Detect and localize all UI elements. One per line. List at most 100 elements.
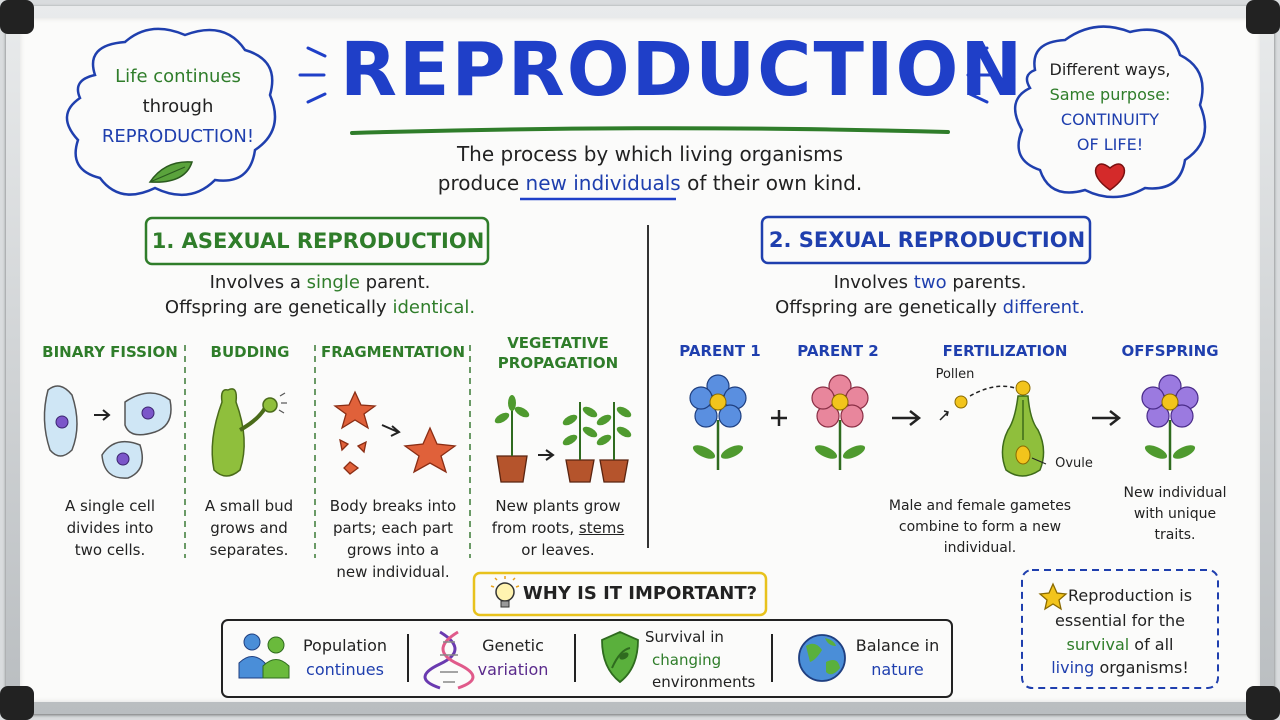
heart-icon	[1094, 163, 1126, 191]
note-line3: survival of all	[1030, 635, 1210, 655]
people-icon	[238, 633, 290, 679]
note-line4: living organisms!	[1030, 658, 1210, 678]
why-survival-3: environments	[652, 673, 756, 691]
cloud-right-line2: Same purpose:	[1049, 85, 1171, 104]
sexual-desc-line1: Involves two parents.	[760, 272, 1100, 295]
offspring-text-3: traits.	[1154, 527, 1196, 543]
vegetative-text: from roots,	[491, 519, 575, 537]
why-separators	[407, 634, 773, 682]
fertilization-text-1: Male and female gametes	[888, 498, 1072, 514]
asexual-heading: 1. ASEXUAL REPRODUCTION	[151, 229, 485, 253]
vegetative-text-2: from roots, stems	[478, 519, 638, 538]
cloud-right-line4: OF LIFE!	[1076, 135, 1144, 154]
fertilization-text-3: individual.	[943, 540, 1017, 556]
why-genetic-2: variation	[477, 660, 549, 679]
offspring-flower	[1141, 374, 1199, 470]
frame-corner	[0, 0, 34, 34]
sexual-heading-box	[760, 215, 1092, 265]
asexual-desc-text: parent.	[365, 272, 431, 293]
fertilization-text-2: combine to form a new	[898, 519, 1062, 535]
offspring-label: OFFSPRING	[1121, 342, 1219, 360]
sexual-desc-text: Involves	[833, 272, 909, 293]
sexual-desc-text: parents.	[952, 272, 1027, 293]
cloud-left-line3: REPRODUCTION!	[101, 126, 255, 147]
note-highlight: survival	[1066, 635, 1130, 654]
parent1-flower	[689, 374, 747, 470]
title-accent-lines	[298, 46, 996, 104]
arrow-icon	[381, 424, 401, 437]
why-genetic-1: Genetic	[482, 636, 544, 655]
frame-corner	[1246, 686, 1280, 720]
asexual-desc-line2: Offspring are genetically identical.	[140, 297, 500, 320]
fragmentation-illustration	[333, 390, 457, 475]
ovule-label: Ovule	[1055, 456, 1093, 471]
fragmentation-label: FRAGMENTATION	[320, 343, 466, 361]
note-text: of all	[1134, 635, 1174, 654]
right-cloud	[1013, 25, 1207, 199]
offspring-text-2: with unique	[1133, 506, 1217, 522]
fragmentation-text-2: parts; each part	[332, 519, 454, 537]
why-population-1: Population	[302, 636, 388, 655]
asexual-desc-text: Involves a	[209, 272, 301, 293]
sexual-desc-text: Offspring are genetically	[775, 297, 997, 318]
vegetative-text-3: or leaves.	[521, 541, 595, 559]
fragmentation-text-3: grows into a	[346, 541, 440, 559]
note-highlight: living	[1051, 658, 1095, 677]
definition-highlight: new individuals	[525, 171, 681, 195]
page-title: REPRODUCTION	[340, 27, 1025, 113]
vegetative-label-2: PROPAGATION	[497, 354, 619, 372]
frame-corner	[1246, 0, 1280, 34]
fragmentation-text-1: Body breaks into	[329, 497, 457, 515]
note-box	[1021, 569, 1219, 689]
sexual-desc-highlight: different.	[1002, 297, 1085, 318]
binary-fission-illustration	[43, 385, 172, 479]
note-line1: Reproduction is	[1068, 586, 1193, 605]
note-text: organisms!	[1099, 658, 1189, 677]
budding-label: BUDDING	[210, 343, 290, 361]
asexual-desc-highlight: identical.	[392, 297, 476, 318]
vegetative-text-1: New plants grow	[495, 497, 621, 515]
why-heading-box	[472, 571, 768, 617]
cloud-left-line1: Life continues	[115, 66, 241, 87]
binary-fission-text-1: A single cell	[64, 497, 155, 515]
vegetative-text-underlined: stems	[578, 519, 625, 537]
arrow-icon	[1092, 410, 1122, 426]
parent2-flower	[811, 374, 869, 470]
cloud-right-line1: Different ways,	[1049, 60, 1171, 79]
cloud-left-line2: through	[142, 96, 214, 117]
binary-fission-text-2: divides into	[66, 519, 154, 537]
why-balance-1: Balance in	[855, 636, 940, 655]
left-cloud	[65, 27, 277, 197]
budding-text-2: grows and	[210, 519, 288, 537]
parent2-label: PARENT 2	[797, 342, 879, 360]
offspring-text-1: New individual	[1123, 485, 1227, 501]
parent1-label: PARENT 1	[679, 342, 761, 360]
why-survival-1: Survival in	[645, 628, 724, 646]
asexual-desc-line1: Involves a single parent.	[150, 272, 490, 295]
dna-icon	[423, 630, 475, 690]
pollen-label: Pollen	[935, 367, 975, 382]
asexual-desc-text: Offspring are genetically	[164, 297, 387, 318]
why-balance-2: nature	[871, 660, 924, 679]
shield-icon	[601, 631, 639, 684]
title-underline	[350, 126, 950, 135]
leaf-icon	[148, 161, 194, 183]
star-icon	[1038, 582, 1068, 611]
sexual-desc-line2: Offspring are genetically different.	[750, 297, 1110, 320]
column-separators	[184, 345, 471, 558]
why-items-box	[221, 619, 953, 698]
binary-fission-text-3: two cells.	[74, 541, 146, 559]
lightbulb-icon	[490, 576, 520, 608]
asexual-desc-highlight: single	[306, 272, 360, 293]
vegetative-illustration	[494, 395, 632, 483]
note-line2: essential for the	[1055, 611, 1185, 630]
sexual-heading: 2. SEXUAL REPRODUCTION	[768, 228, 1086, 252]
fragmentation-text-4: new individual.	[336, 563, 450, 581]
arrow-icon	[892, 410, 922, 426]
definition-text: of their own kind.	[687, 171, 863, 195]
frame-corner	[0, 686, 34, 720]
asexual-heading-box	[144, 216, 490, 266]
fertilization-illustration	[939, 380, 1047, 477]
